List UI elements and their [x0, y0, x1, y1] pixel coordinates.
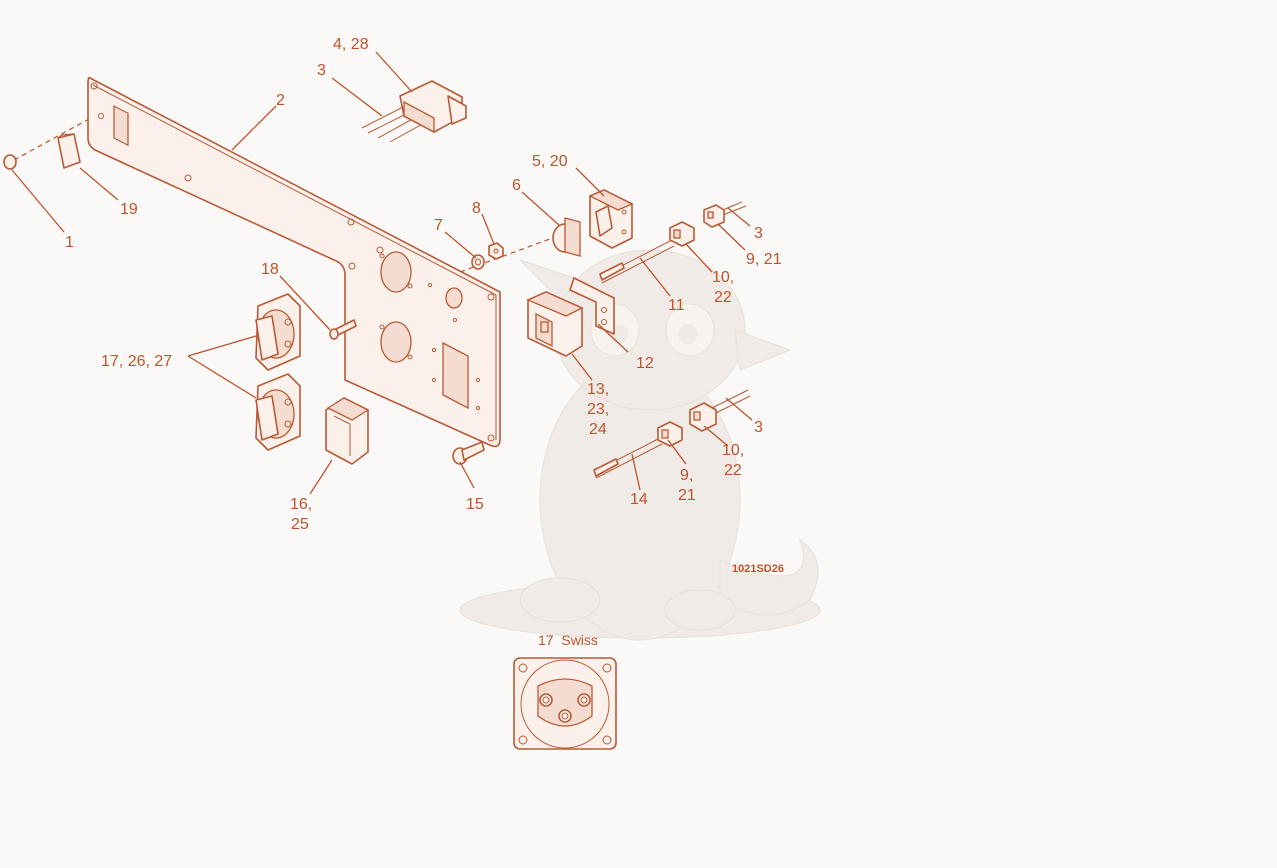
- cover-part-16-25: [325, 397, 370, 465]
- callout-11: 11: [668, 297, 685, 314]
- callout-5-20: 5, 20: [532, 153, 568, 170]
- callout-10-22-bottom-line1: 10,: [722, 442, 744, 459]
- callout-17-26-27: 17, 26, 27: [101, 353, 172, 370]
- terminal-lead-part-11: [599, 221, 695, 284]
- callout-14: 14: [630, 491, 648, 508]
- callout-3-top: 3: [317, 62, 326, 79]
- switch-part-5-20: [588, 189, 634, 249]
- callout-6: 6: [512, 177, 521, 194]
- callout-8: 8: [472, 200, 481, 217]
- callout-13-line1: 13,: [587, 381, 609, 398]
- figure-code: 1021SD26: [732, 563, 784, 575]
- receptacle-part-17-upper: [255, 293, 301, 371]
- callout-16-line2: 25: [291, 516, 309, 533]
- connector-part-10-22-bottom: [689, 389, 751, 432]
- swiss-receptacle-inset: [513, 657, 617, 750]
- callout-7: 7: [434, 217, 443, 234]
- callout-9-21-bottom-line1: 9,: [680, 467, 693, 484]
- callout-13-line2: 23,: [587, 401, 609, 418]
- callout-19: 19: [120, 201, 138, 218]
- callout-13-line3: 24: [589, 421, 607, 438]
- callout-2: 2: [276, 92, 285, 109]
- bracket-part-12: [569, 277, 615, 335]
- alignment-line-1: [13, 112, 101, 161]
- callout-18: 18: [261, 261, 279, 278]
- knob-part-6: [552, 217, 581, 257]
- callout-15: 15: [466, 496, 484, 513]
- connector-part-4-28: [361, 80, 467, 143]
- connector-part-9-21-top: [703, 201, 747, 228]
- callout-labels: 4, 28 3 2 19 1 5, 20 6 8 7 3 9, 21 10, 2…: [65, 36, 782, 533]
- cover-clip-part-19: [57, 133, 81, 169]
- callout-9-21-bottom-line2: 21: [678, 487, 696, 504]
- callout-9-21-top: 9, 21: [746, 251, 782, 268]
- callout-16-line1: 16,: [290, 496, 312, 513]
- nut-part-8: [488, 242, 504, 260]
- callout-12: 12: [636, 355, 654, 372]
- circuit-breaker-part-13: [526, 291, 584, 357]
- callout-3-right-bottom: 3: [754, 419, 763, 436]
- screw-part-15: [452, 441, 485, 465]
- dragon-watermark: [459, 249, 821, 641]
- washer-part-7: [471, 254, 485, 270]
- pin-part-1: [3, 154, 17, 170]
- control-panel-plate: [87, 76, 501, 448]
- callout-1: 1: [65, 234, 74, 251]
- callout-10-22-top-line1: 10,: [712, 269, 734, 286]
- callout-10-22-top-line2: 22: [714, 289, 732, 306]
- terminal-lead-part-14: [593, 421, 683, 479]
- callout-10-22-bottom-line2: 22: [724, 462, 742, 479]
- inset-title: 17 Swiss: [538, 632, 598, 648]
- leader-lines: [11, 51, 753, 495]
- screw-part-18: [329, 319, 357, 340]
- callout-4-28: 4, 28: [333, 36, 369, 53]
- callout-3-right-top: 3: [754, 225, 763, 242]
- receptacle-part-17-lower: [255, 373, 301, 451]
